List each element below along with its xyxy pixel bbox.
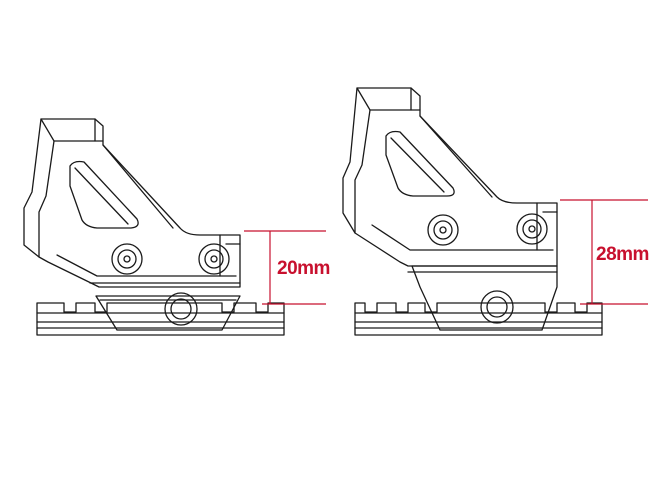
left-screw-2 xyxy=(198,243,230,275)
left-mount-body xyxy=(23,118,241,288)
right-screw-1 xyxy=(427,214,459,246)
right-screw-2 xyxy=(516,213,548,245)
low-mount-drawing xyxy=(23,118,285,336)
left-clamp xyxy=(95,295,241,331)
left-slot-cutout xyxy=(69,160,139,229)
left-height-dimension xyxy=(244,230,326,305)
left-height-label: 20mm xyxy=(277,258,330,279)
right-mount-body xyxy=(342,87,558,267)
left-screw-1 xyxy=(111,243,143,275)
right-height-dimension xyxy=(560,199,648,305)
left-clamp-bolt xyxy=(164,292,198,326)
high-mount-drawing xyxy=(342,87,603,336)
right-clamp-bolt xyxy=(480,290,514,324)
right-slot-cutout xyxy=(385,130,455,197)
right-height-label: 28mm xyxy=(596,244,649,265)
left-rail-base xyxy=(36,302,285,336)
